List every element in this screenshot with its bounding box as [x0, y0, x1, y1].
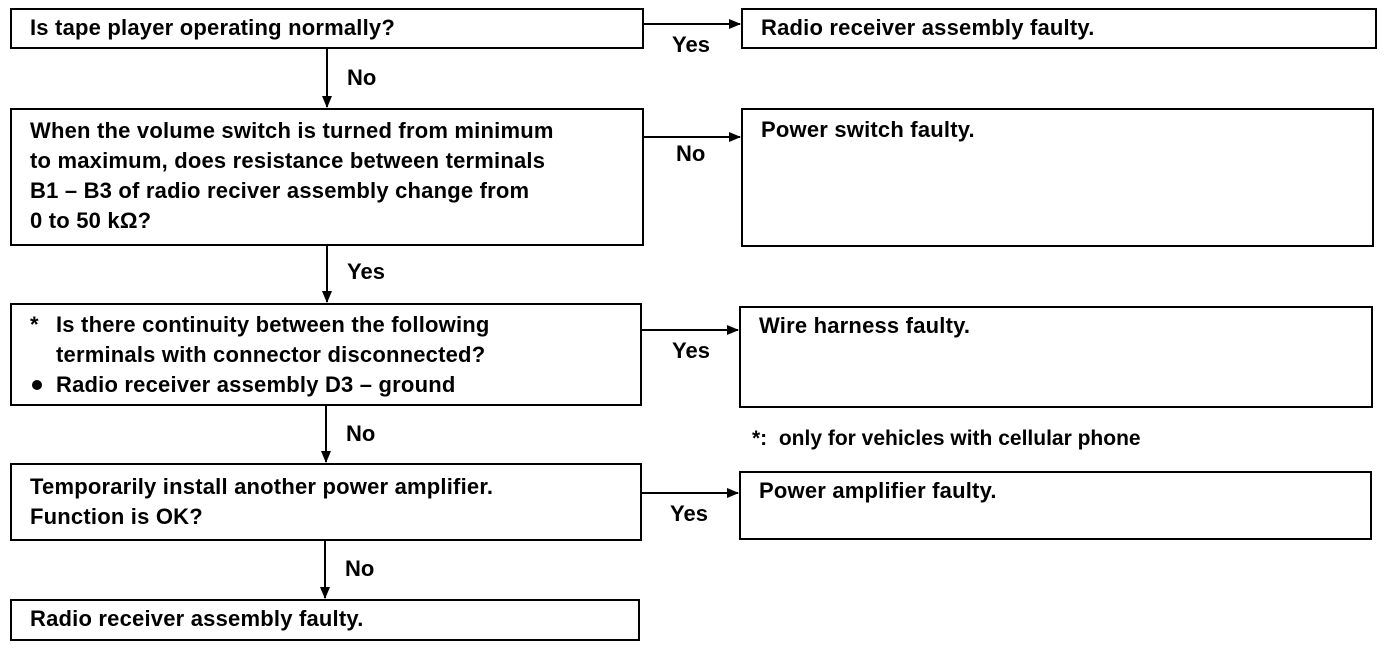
asterisk-mark: *: [30, 312, 39, 337]
result-final-text: Radio receiver assembly faulty.: [30, 606, 364, 631]
question-volume-line-3: B1 – B3 of radio reciver assembly change…: [30, 178, 530, 203]
label-q2-yes: Yes: [347, 259, 385, 284]
question-amplifier-line-1: Temporarily install another power amplif…: [30, 474, 494, 499]
question-volume-line-1: When the volume switch is turned from mi…: [30, 118, 554, 143]
result-final-radio-receiver: Radio receiver assembly faulty.: [10, 599, 640, 641]
result-power-switch-text: Power switch faulty.: [761, 117, 975, 142]
question-continuity-bullet: Radio receiver assembly D3 – ground: [30, 370, 622, 400]
question-volume-line-4: 0 to 50 kΩ?: [30, 208, 152, 233]
label-q1-no: No: [347, 65, 377, 90]
question-amplifier-line-2: Function is OK?: [30, 504, 203, 529]
question-tape-player-text: Is tape player operating normally?: [30, 15, 396, 40]
result-radio-receiver: Radio receiver assembly faulty.: [741, 8, 1377, 49]
bullet-icon: [32, 380, 42, 391]
result-power-switch: Power switch faulty.: [741, 108, 1374, 247]
result-wire-harness-text: Wire harness faulty.: [759, 313, 971, 338]
label-q1-yes: Yes: [672, 32, 710, 57]
question-tape-player: Is tape player operating normally?: [10, 8, 644, 49]
result-power-amplifier: Power amplifier faulty.: [739, 471, 1372, 540]
question-continuity-line-2: terminals with connector disconnected?: [56, 342, 486, 367]
label-q4-no: No: [345, 556, 375, 581]
question-volume-line-2: to maximum, does resistance between term…: [30, 148, 546, 173]
question-continuity-line-1: *Is there continuity between the followi…: [30, 310, 622, 340]
result-wire-harness: Wire harness faulty.: [739, 306, 1373, 408]
question-continuity: *Is there continuity between the followi…: [10, 303, 642, 406]
question-power-amplifier: Temporarily install another power amplif…: [10, 463, 642, 541]
question-volume-resistance: When the volume switch is turned from mi…: [10, 108, 644, 246]
result-radio-receiver-text: Radio receiver assembly faulty.: [761, 15, 1095, 40]
label-q3-yes: Yes: [672, 338, 710, 363]
label-q3-no: No: [346, 421, 376, 446]
label-q4-yes: Yes: [670, 501, 708, 526]
label-q2-no: No: [676, 141, 706, 166]
footnote-cellular-phone: *: only for vehicles with cellular phone: [752, 427, 1141, 450]
result-power-amplifier-text: Power amplifier faulty.: [759, 478, 997, 503]
